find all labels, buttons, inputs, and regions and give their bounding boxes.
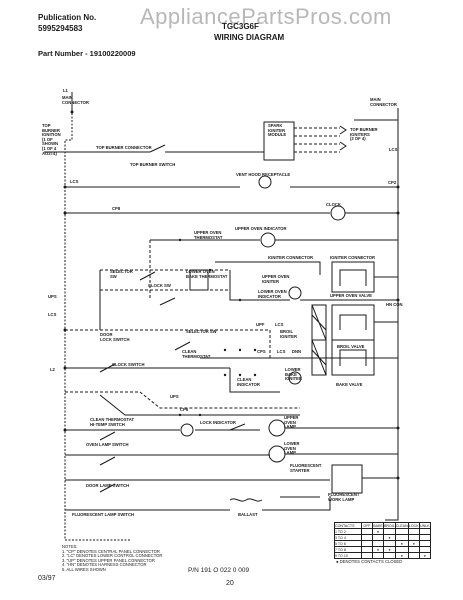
top-burner-switch-label: TOP BURNER SWITCH xyxy=(130,162,176,167)
upper-oven-igniter-label: UPPER OVEN IGNITER xyxy=(262,274,290,284)
cp6-label: CP6 xyxy=(180,407,189,412)
contact-table-cell xyxy=(372,552,384,559)
ups-label-2: UPS xyxy=(170,394,179,399)
door-lock-label: DOOR LOCK SWITCH xyxy=(100,332,130,342)
cp2-label: CP2 xyxy=(388,180,397,185)
footer-part-number: P/N 191 O 022 0 009 xyxy=(188,567,250,574)
selector-sw2-label: SELECTOR SW xyxy=(186,329,217,334)
cps-label: CPS xyxy=(257,349,266,354)
top-burner-connector-label: TOP BURNER CONNECTOR xyxy=(96,145,152,150)
lcs-label-5: LCS xyxy=(277,349,286,354)
upf-label: UPF xyxy=(256,322,265,327)
upper-oven-indicator-label: UPPER OVEN INDICATOR xyxy=(235,226,287,231)
upper-oven-valve-label: UPPER OVEN VALVE xyxy=(330,293,372,298)
ballast-label: BALLAST xyxy=(238,512,258,517)
door-lamp-switch-label: DOOR LAMP SWITCH xyxy=(86,483,130,488)
clean-indicator-label: CLEAN INDICATOR xyxy=(237,377,260,387)
lcs-label-1: LCS xyxy=(70,179,79,184)
contact-table-cell: ● xyxy=(418,552,431,559)
cp8-label: CP8 xyxy=(112,206,121,211)
footer-page-number: 20 xyxy=(226,580,234,587)
hn-con-label: HN CON xyxy=(386,302,403,307)
footer-date: 03/97 xyxy=(38,575,56,582)
lcs-label-2: LCS xyxy=(389,147,398,152)
lower-oven-indicator-label: LOWER OVEN INDICATOR xyxy=(258,289,287,299)
l2-label: L2 xyxy=(50,367,55,372)
contact-table-cell xyxy=(383,552,396,559)
lower-oven-lamp-label: LOWER OVEN LAMP xyxy=(284,441,300,456)
contact-table-cell xyxy=(361,552,373,559)
broil-igniter-label: BROIL IGNITER xyxy=(280,329,297,339)
vent-hood-label: VENT HOOD RECEPTACLE xyxy=(236,172,291,177)
top-burner-igniters-label: TOP BURNER IGNITERS (2 OF 4) xyxy=(350,127,378,142)
contact-table-cell: 9 TO 10 xyxy=(334,552,362,559)
contact-table-cell: ● xyxy=(394,552,409,559)
lock-indicator-label: LOCK INDICATOR xyxy=(200,420,236,425)
igniter-connector-label-2: IGNITER CONNECTOR xyxy=(330,255,376,260)
top-burner-ignition-label: TOP BURNER IGNITION (1 OF SHOWN (1 OF 4 … xyxy=(42,123,61,156)
upper-oven-lamp-label: UPPER OVEN LAMP xyxy=(284,415,299,430)
notes: NOTES: 1. "CP" DENOTES CENTRAL PANEL CON… xyxy=(62,544,163,572)
selector-sw-label: SELECTOR SW xyxy=(110,269,133,279)
contact-table-cell xyxy=(407,552,420,559)
lcs-label-3: LCS xyxy=(48,312,57,317)
fluorescent-starter-label: FLUORESCENT STARTER xyxy=(290,463,322,473)
bake-valve-label: BAKE VALVE xyxy=(336,382,363,387)
lcs-label-4: LCS xyxy=(275,322,284,327)
broil-valve-label: BROIL VALVE xyxy=(337,344,365,349)
fluorescent-lamp-switch-label: FLUORESCENT LAMP SWITCH xyxy=(72,512,135,517)
contact-table-row: 9 TO 10 ● ● xyxy=(334,552,431,559)
watermark: AppliancePartsPros.com xyxy=(140,4,392,29)
igniter-connector-label-1: IGNITER CONNECTOR xyxy=(268,255,314,260)
part-number: Part Number - 19100220009 xyxy=(38,49,136,58)
model-number: TGC3G6F xyxy=(222,22,259,31)
oven-lamp-switch-label: OVEN LAMP SWITCH xyxy=(86,442,129,447)
contact-table-footnote: ● DENOTES CONTACTS CLOSED xyxy=(336,559,403,564)
diagram-title: WIRING DIAGRAM xyxy=(214,33,285,42)
clean-thermostat-label: CLEAN THERMOSTAT xyxy=(182,349,211,359)
lower-bake-igniter-label: LOWER BAKE IGNITER xyxy=(285,367,302,382)
clock-switch-label: CLOCK SWITCH xyxy=(112,362,145,367)
lower-oven-bake-label: LOWER OVEN BAKE THERMOSTAT xyxy=(186,269,228,279)
dnn-label: DNN xyxy=(292,349,302,354)
ups-label: UPS xyxy=(48,294,57,299)
upper-oven-thermostat-label: UPPER OVEN THERMOSTAT xyxy=(194,230,223,240)
publication-label: Publication No. xyxy=(38,13,97,22)
l1-label: L1 xyxy=(63,88,68,93)
contact-table-row: 1 TO 2● xyxy=(334,528,431,535)
publication-number: 5995294583 xyxy=(38,24,83,33)
fluorescent-work-lamp-label: FLUORESCENT WORK LAMP xyxy=(328,492,360,502)
clock-sw-label: CLOCK SW xyxy=(148,283,171,288)
clock-label: CLOCK xyxy=(326,202,341,207)
main-connector-right-label: MAIN CONNECTOR xyxy=(370,97,397,107)
spark-module-label: SPARK IGNITER MODULE xyxy=(268,123,287,138)
main-connector-left-label: MAIN CONNECTOR xyxy=(62,95,89,105)
clean-thermostat-hitemp-label: CLEAN THERMOSTAT HI-TEMP SWITCH xyxy=(90,417,135,427)
